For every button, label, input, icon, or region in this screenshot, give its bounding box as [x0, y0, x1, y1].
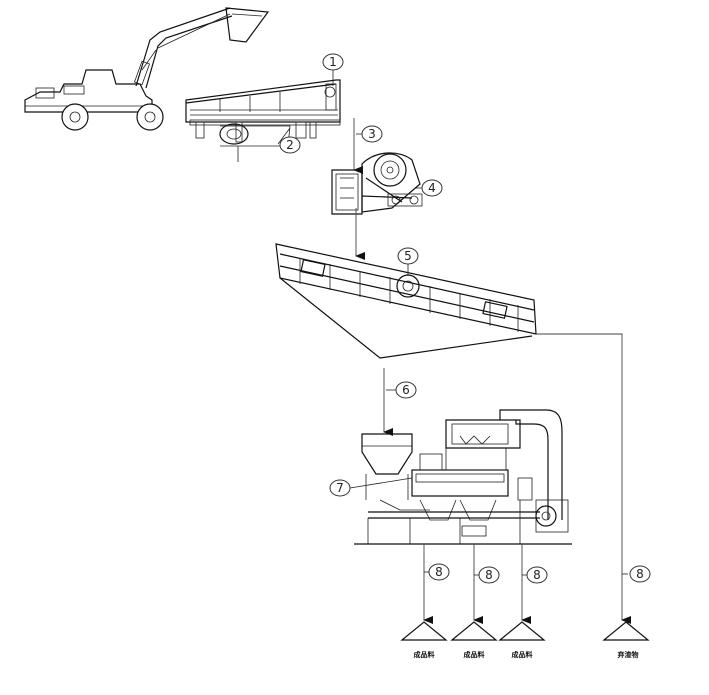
vibrating-feeder-icon — [185, 79, 341, 162]
stockpile-icon — [602, 621, 650, 641]
excavator-icon — [24, 7, 270, 131]
callout-number: 3 — [368, 127, 376, 141]
callout-circle — [629, 565, 651, 583]
callout-circle — [526, 566, 548, 584]
pile-label: 成品料 — [464, 650, 485, 659]
jaw-crusher-icon — [331, 152, 423, 215]
callout-number: 8 — [636, 567, 644, 581]
callout-number: 7 — [336, 481, 344, 495]
callout-circle — [279, 136, 301, 154]
stockpiles: 成品料 成品料 成品料 弃渣物 — [400, 621, 650, 659]
callout-number: 6 — [402, 383, 410, 397]
callout-circle — [428, 563, 450, 581]
callout-number: 2 — [286, 138, 294, 152]
stockpile-icon — [450, 621, 498, 641]
callout-circle — [395, 381, 417, 399]
callout-circle — [397, 247, 419, 265]
callout-number: 5 — [404, 249, 412, 263]
callout-number: 8 — [533, 568, 541, 582]
callout-number: 8 — [485, 568, 493, 582]
callout-circle — [329, 479, 351, 497]
callout-circle — [421, 179, 443, 197]
stockpile-icon — [400, 621, 448, 641]
callout-circle — [322, 53, 344, 71]
callouts: 1 2 3 4 5 6 7 8 8 8 8 — [277, 53, 651, 584]
pile-label: 弃渣物 — [617, 650, 639, 659]
callout-number: 4 — [428, 181, 436, 195]
sand-washing-plant-icon — [354, 409, 572, 545]
pile-label: 成品料 — [512, 650, 533, 659]
pile-label: 成品料 — [414, 650, 435, 659]
callout-circle — [478, 566, 500, 584]
flow-arrows — [353, 118, 631, 624]
callout-number: 8 — [435, 565, 443, 579]
stockpile-icon — [498, 621, 546, 641]
callout-circle — [361, 125, 383, 143]
callout-number: 1 — [329, 55, 337, 69]
